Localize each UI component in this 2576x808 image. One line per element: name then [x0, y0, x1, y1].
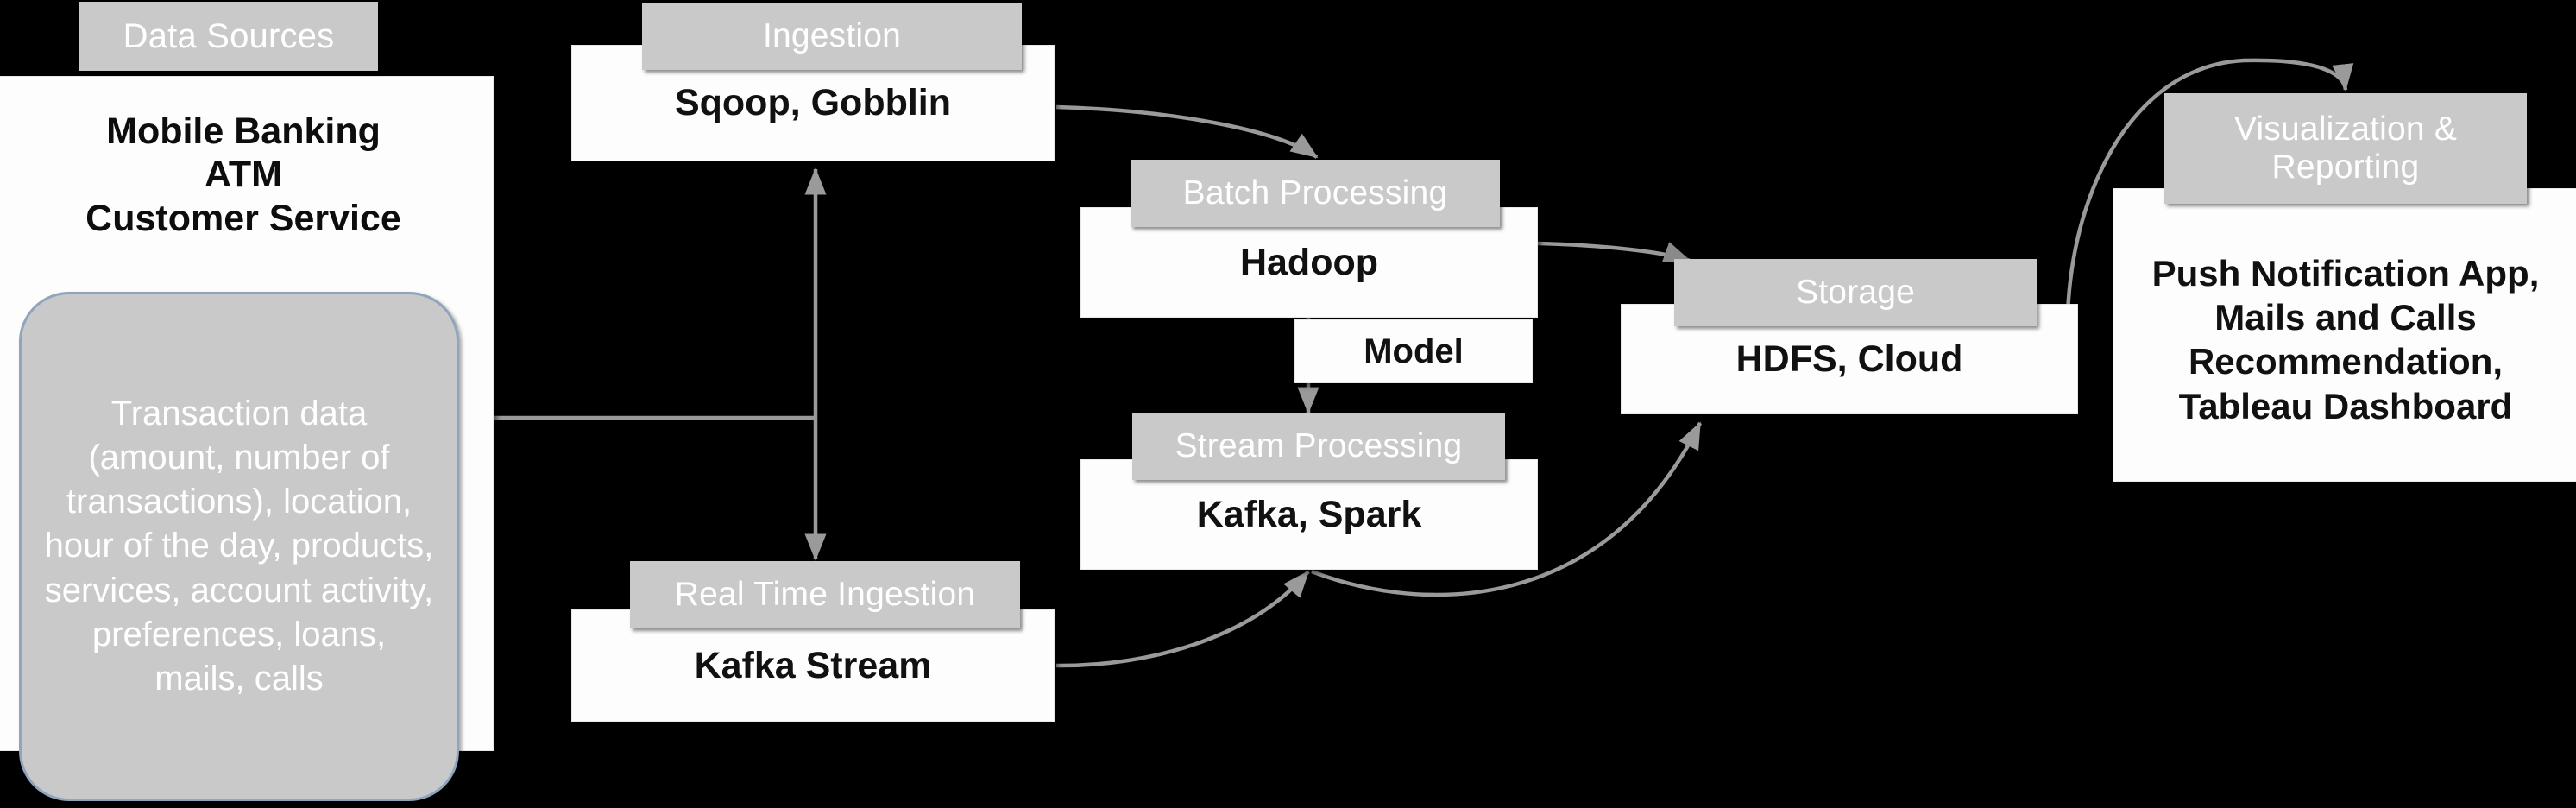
connector-realtime-to-stream [1055, 570, 1310, 668]
data-sources-transaction-detail: Transaction data (amount, number of tran… [19, 292, 459, 801]
data-sources-line-2: ATM [205, 154, 282, 196]
connector-ingestion-to-batch [1055, 104, 1319, 159]
stream-processing-header: Stream Processing [1132, 413, 1505, 480]
connector-batch-to-storage [1537, 241, 1691, 263]
visualization-line-1: Push Notification App, [2151, 253, 2540, 294]
real-time-ingestion-header: Real Time Ingestion [630, 561, 1020, 628]
visualization-header-line-2: Reporting [2271, 148, 2420, 186]
visualization-body: Push Notification App, Mails and Calls R… [2113, 188, 2576, 482]
visualization-line-4: Tableau Dashboard [2178, 385, 2513, 426]
visualization-header-line-1: Visualization & [2233, 110, 2458, 148]
model-body: Model [1294, 319, 1533, 383]
batch-processing-header: Batch Processing [1131, 160, 1500, 227]
visualization-header: Visualization & Reporting [2164, 93, 2527, 204]
data-sources-line-1: Mobile Banking [106, 110, 381, 152]
visualization-line-3: Recommendation, [2188, 341, 2504, 382]
data-sources-header: Data Sources [79, 2, 378, 71]
storage-header: Storage [1674, 259, 2037, 326]
ingestion-header: Ingestion [642, 3, 1022, 70]
visualization-line-2: Mails and Calls [2214, 297, 2477, 338]
data-sources-line-3: Customer Service [85, 197, 401, 239]
